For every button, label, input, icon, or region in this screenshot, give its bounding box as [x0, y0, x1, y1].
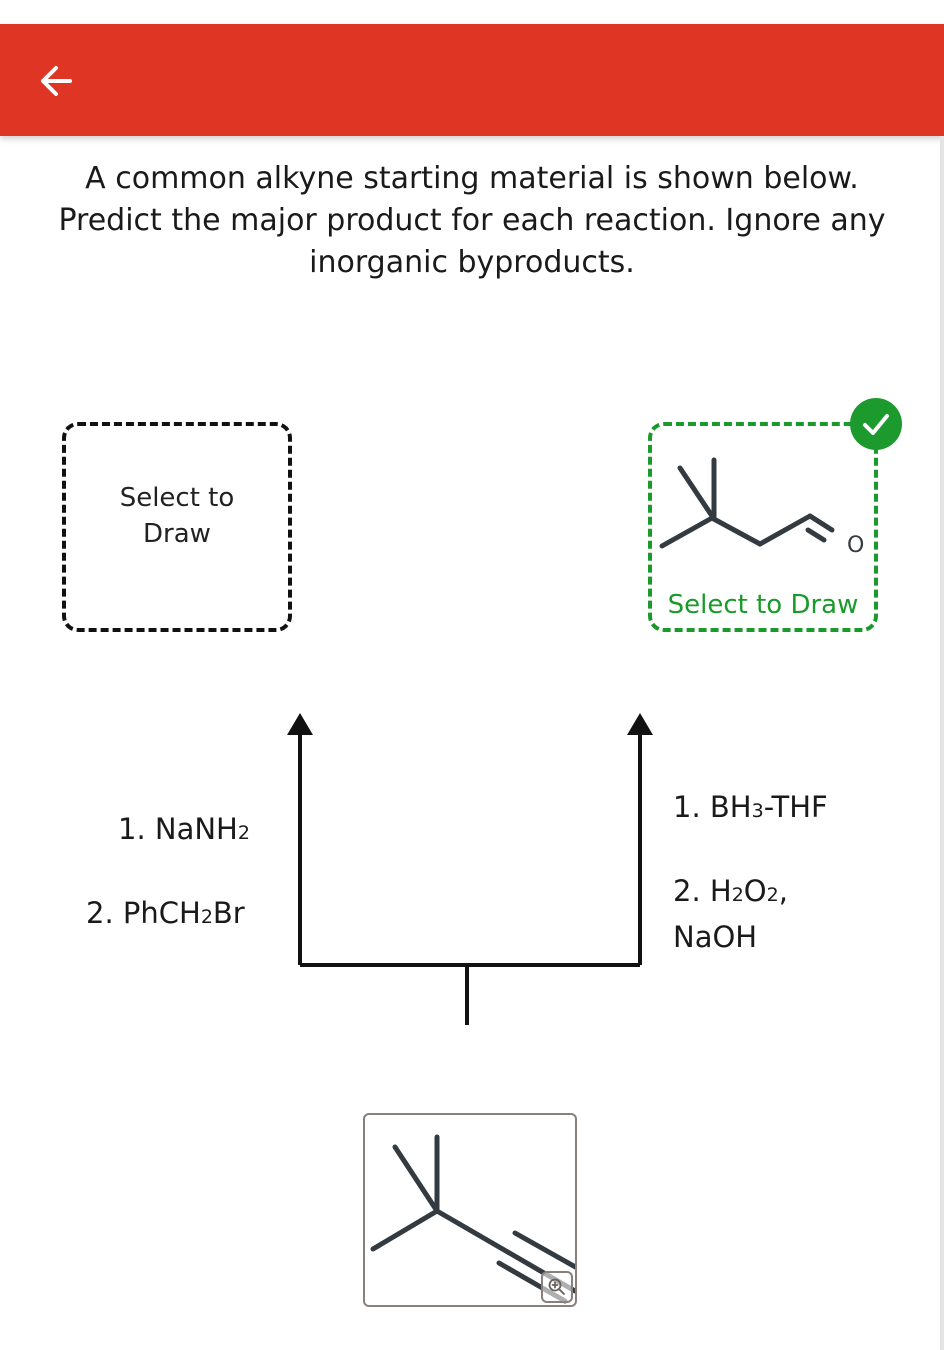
right-arrow-head: [627, 713, 653, 735]
right-product-draw-box[interactable]: O Select to Draw: [648, 422, 878, 632]
back-button[interactable]: [26, 54, 86, 108]
question-text: A common alkyne starting material is sho…: [58, 161, 886, 280]
zoom-button[interactable]: [541, 1271, 573, 1303]
app-header: [0, 24, 944, 136]
starting-material-box[interactable]: [363, 1113, 577, 1307]
right-product-label: Select to Draw: [667, 590, 859, 620]
oxygen-atom-label: O: [847, 533, 864, 558]
checkmark-icon: [863, 414, 889, 435]
left-reagent-step-1: 1. NaNH2: [118, 812, 250, 846]
left-product-placeholder: Select to Draw: [119, 483, 235, 549]
left-arrow-head: [287, 713, 313, 735]
aldehyde-structure: O: [659, 457, 864, 558]
scrollbar-track: [940, 136, 944, 1350]
arrow-left-icon: [41, 66, 72, 96]
right-reagent-step-1: 1. BH3-THF: [673, 790, 828, 824]
right-reagent-step-2: 2. H2O2,NaOH: [673, 874, 788, 954]
correct-badge: [850, 398, 902, 450]
zoom-in-icon: [548, 1278, 565, 1295]
left-reagent-step-2: 2. PhCH2Br: [86, 896, 245, 930]
left-product-draw-box[interactable]: Select to Draw: [62, 422, 292, 632]
